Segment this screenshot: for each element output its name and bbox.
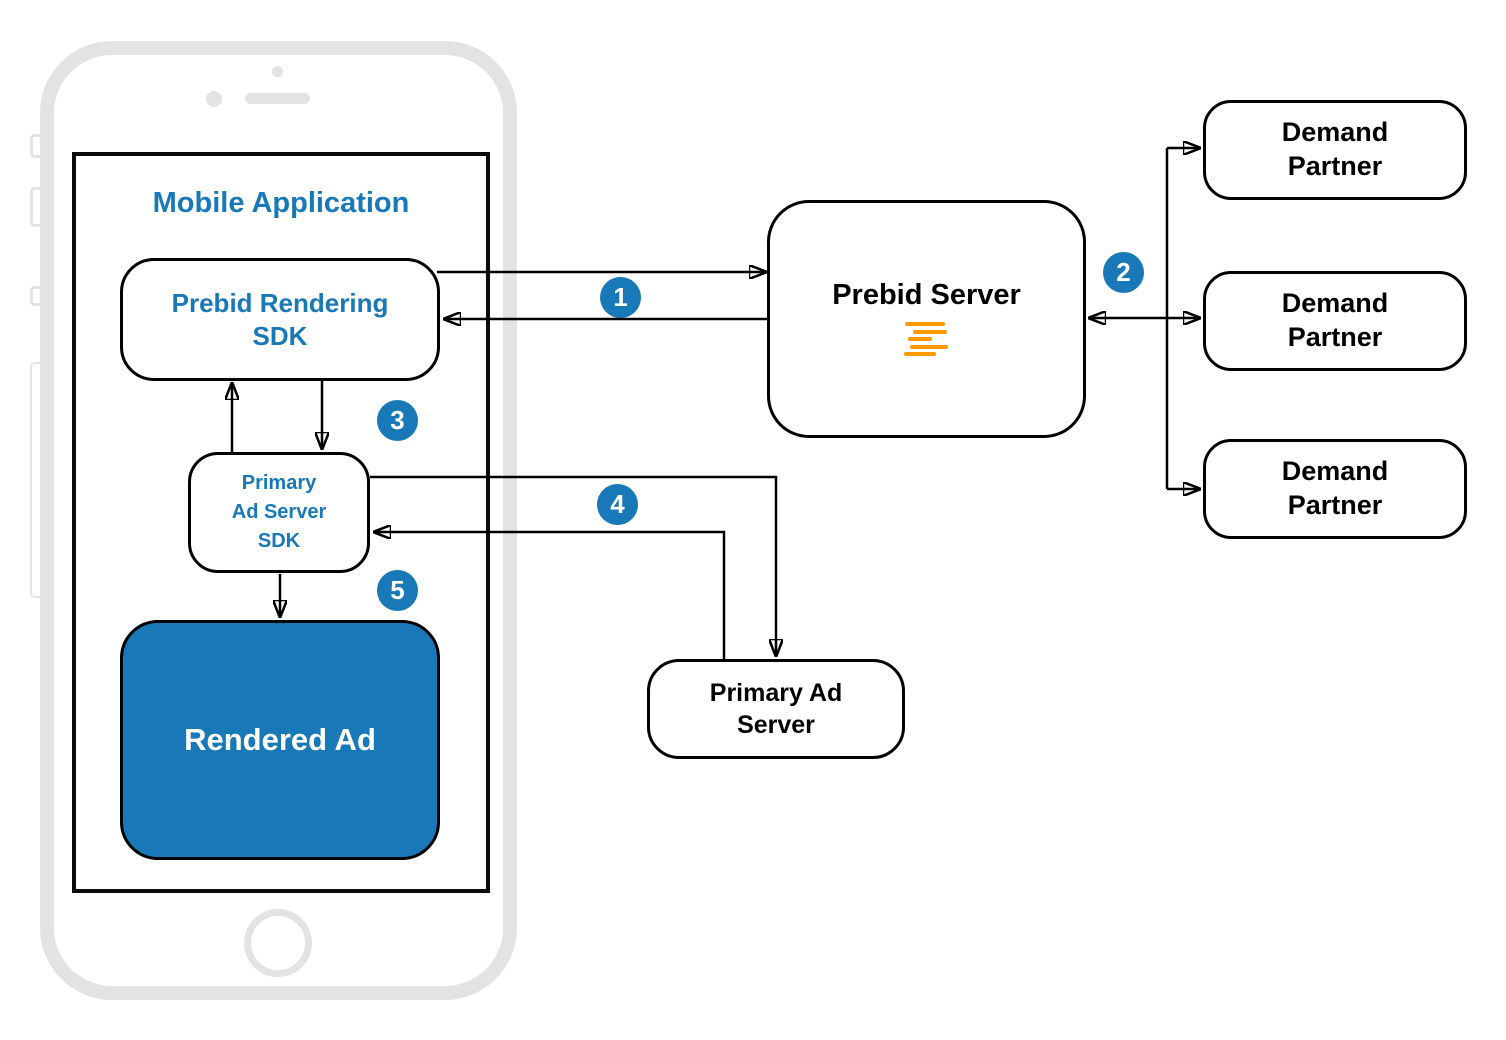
speaker-bar-icon <box>245 93 310 104</box>
demand-partner-node-1: Demand Partner <box>1203 100 1467 200</box>
demand-partner-label: Demand Partner <box>1281 456 1389 520</box>
step-badge-5: 5 <box>377 570 418 611</box>
prebid-server-label: Prebid Server <box>832 279 1021 311</box>
step-badge-1: 1 <box>600 277 641 318</box>
prebid-logo-icon <box>902 322 952 359</box>
demand-partner-node-2: Demand Partner <box>1203 271 1467 371</box>
step-badge-2: 2 <box>1103 252 1144 293</box>
rendered-ad-label: Rendered Ad <box>184 722 376 757</box>
home-button <box>244 909 312 977</box>
camera-dot-icon <box>272 66 283 77</box>
mobile-application-title: Mobile Application <box>152 187 410 219</box>
primary-ad-server-node: Primary Ad Server <box>647 659 905 759</box>
prebid-server-node: Prebid Server <box>767 200 1086 438</box>
demand-partner-label: Demand Partner <box>1281 117 1389 181</box>
primary-ad-server-sdk-node: Primary Ad Server SDK <box>188 452 370 573</box>
demand-partner-node-3: Demand Partner <box>1203 439 1467 539</box>
step-badge-4: 4 <box>597 484 638 525</box>
rendered-ad-node: Rendered Ad <box>120 620 440 860</box>
primary-ad-server-label: Primary Ad Server <box>709 678 843 740</box>
prebid-rendering-sdk-node: Prebid Rendering SDK <box>120 258 440 381</box>
sensor-dot-icon <box>206 91 222 107</box>
demand-partner-label: Demand Partner <box>1281 288 1389 352</box>
primary-ad-server-sdk-label: Primary Ad Server SDK <box>231 472 327 552</box>
prebid-rendering-sdk-label: Prebid Rendering SDK <box>171 288 389 351</box>
step-badge-3: 3 <box>377 400 418 441</box>
